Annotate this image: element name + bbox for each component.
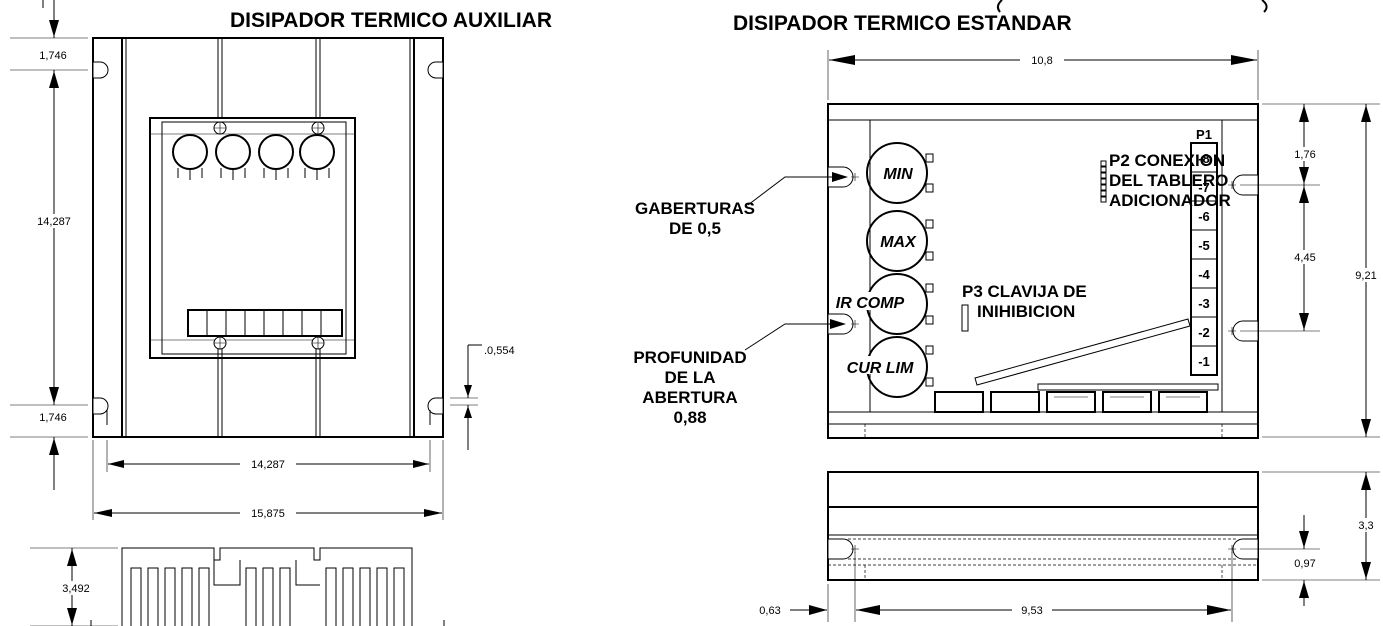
dim-slot-width: .0,554 xyxy=(484,345,515,357)
profundidad-line1: PROFUNIDAD xyxy=(633,348,746,367)
terminal-3: -3 xyxy=(1198,296,1210,311)
side-view-dimensions xyxy=(790,471,1383,622)
dim-right-width: 10,8 xyxy=(1031,55,1052,67)
p3-label-line2: INIHIBICION xyxy=(977,302,1075,321)
dim-hole-spacing: 4,45 xyxy=(1294,252,1315,264)
dim-hole-pitch: 9,53 xyxy=(1021,605,1042,617)
terminal-7: -7 xyxy=(1198,180,1210,195)
dim-hole-offset: 0,63 xyxy=(759,605,780,617)
p2-label-line1: P2 CONEXION xyxy=(1109,151,1225,170)
pot-max-label: MAX xyxy=(880,234,917,251)
dim-bottom-slot: 1,746 xyxy=(39,412,67,424)
gaberturas-leader xyxy=(747,176,840,206)
dim-side-height: 3,3 xyxy=(1358,520,1373,532)
dim-left-height: 14,287 xyxy=(37,216,71,228)
p1-label: P1 xyxy=(1196,127,1212,142)
estandar-heatsink-front-view xyxy=(827,103,1259,439)
title-paren-right xyxy=(1261,0,1268,13)
profundidad-leader xyxy=(744,323,838,351)
dim-top-slot: 1,746 xyxy=(39,50,67,62)
profundidad-line2: DE LA xyxy=(665,368,716,387)
left-vertical-dimensions xyxy=(10,0,88,490)
dim-side-hole: 0,97 xyxy=(1294,558,1315,570)
dim-outer-width: 15,875 xyxy=(251,508,285,520)
gaberturas-line2: DE 0,5 xyxy=(669,219,721,238)
terminal-8: -8 xyxy=(1198,151,1210,166)
p3-label-line1: P3 CLAVIJA DE xyxy=(962,282,1087,301)
auxiliar-heatsink-fins xyxy=(30,547,445,626)
terminal-1: -1 xyxy=(1198,354,1210,369)
dim-right-height: 9,21 xyxy=(1355,270,1376,282)
profundidad-line3: ABERTURA xyxy=(642,388,737,407)
right-width-dimension xyxy=(827,50,1259,100)
profundidad-line4: 0,88 xyxy=(673,408,706,427)
p2-label-line3: ADICIONADOR xyxy=(1109,191,1231,210)
terminal-2: -2 xyxy=(1198,325,1210,340)
estandar-heatsink-side-view xyxy=(827,471,1259,581)
terminal-6: -6 xyxy=(1198,209,1210,224)
slot-width-dimension xyxy=(450,344,482,450)
pot-ir-comp-label: IR COMP xyxy=(836,295,905,312)
left-horizontal-dimensions xyxy=(92,440,444,520)
right-vertical-dimensions xyxy=(1240,103,1383,438)
p2-label-line2: DEL TABLERO xyxy=(1109,171,1228,190)
dim-fin-height: 3,492 xyxy=(62,583,90,595)
gaberturas-line1: GABERTURAS xyxy=(635,199,755,218)
auxiliar-heatsink-front-view xyxy=(92,37,444,438)
terminal-5: -5 xyxy=(1198,238,1210,253)
terminal-4: -4 xyxy=(1198,267,1210,282)
pot-min-label: MIN xyxy=(883,166,913,183)
title-auxiliar: DISIPADOR TERMICO AUXILIAR xyxy=(230,9,552,32)
dim-top-to-hole: 1,76 xyxy=(1294,149,1315,161)
dim-inner-width: 14,287 xyxy=(251,459,285,471)
pot-cur-lim-label: CUR LIM xyxy=(847,360,914,377)
title-paren-left xyxy=(996,0,1003,13)
title-estandar: DISIPADOR TERMICO ESTANDAR xyxy=(733,12,1072,35)
